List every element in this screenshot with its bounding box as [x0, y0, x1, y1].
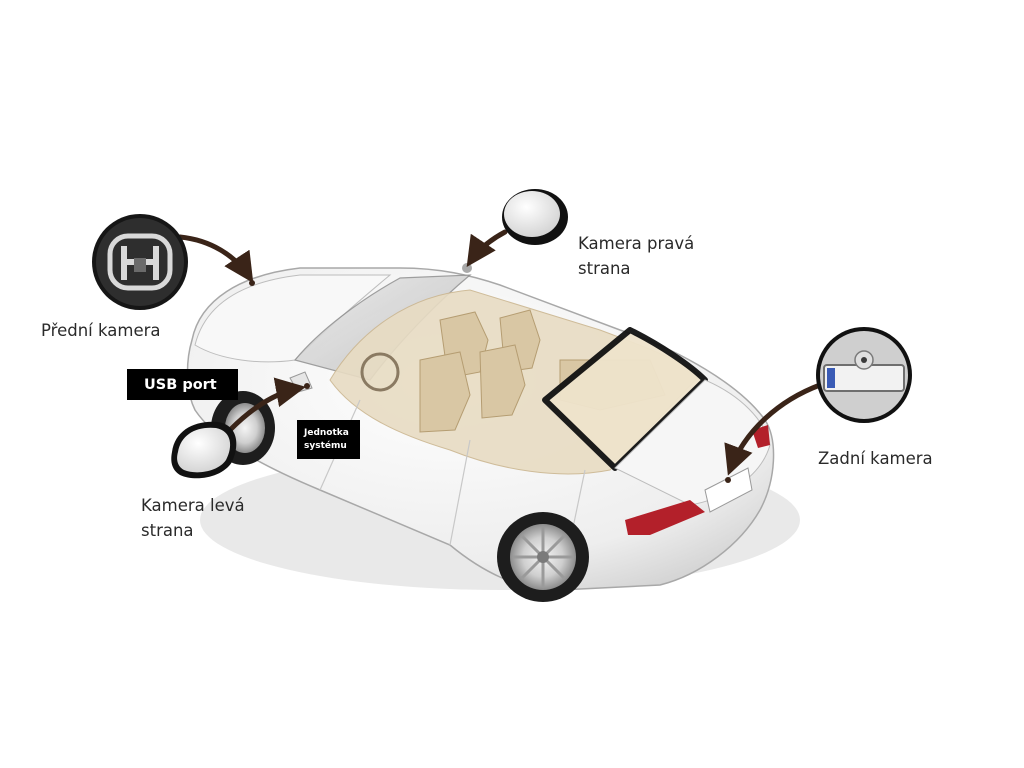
right-mirror-point [462, 263, 472, 273]
usb-port-tag: USB port [127, 369, 238, 400]
rear-camera-label: Zadní kamera [818, 449, 933, 468]
right-mirror-inset [502, 189, 568, 245]
rear-wheel [497, 512, 589, 602]
left-camera-label-line-2: strana [141, 521, 194, 540]
left-camera-arrow [227, 377, 306, 433]
right-camera-arrow [466, 229, 508, 267]
front-camera-arrow [177, 234, 254, 284]
system-unit-tag: Jednotka systému [297, 420, 360, 459]
usb-port-label: USB port [144, 376, 217, 393]
car-taillight-left [625, 500, 705, 535]
right-camera-label-line-1: Kamera pravá [578, 234, 695, 253]
rear-camera-point [725, 477, 731, 483]
system-unit-label-line-1: Jednotka [304, 427, 349, 438]
front-camera-inset [92, 214, 188, 310]
left-mirror-inset [171, 421, 237, 479]
left-camera-label: Kamera levá strana [141, 493, 245, 543]
steering-wheel [360, 352, 400, 392]
system-unit-label-line-2: systému [304, 440, 347, 451]
rear-camera-arrow [724, 382, 823, 476]
left-camera-point [304, 383, 310, 389]
front-camera-point [249, 280, 255, 286]
rear-camera-inset [816, 327, 912, 423]
left-camera-label-line-1: Kamera levá [141, 496, 245, 515]
right-camera-label: Kamera pravá strana [578, 231, 694, 281]
front-camera-label: Přední kamera [41, 321, 161, 340]
right-camera-label-line-2: strana [578, 259, 631, 278]
